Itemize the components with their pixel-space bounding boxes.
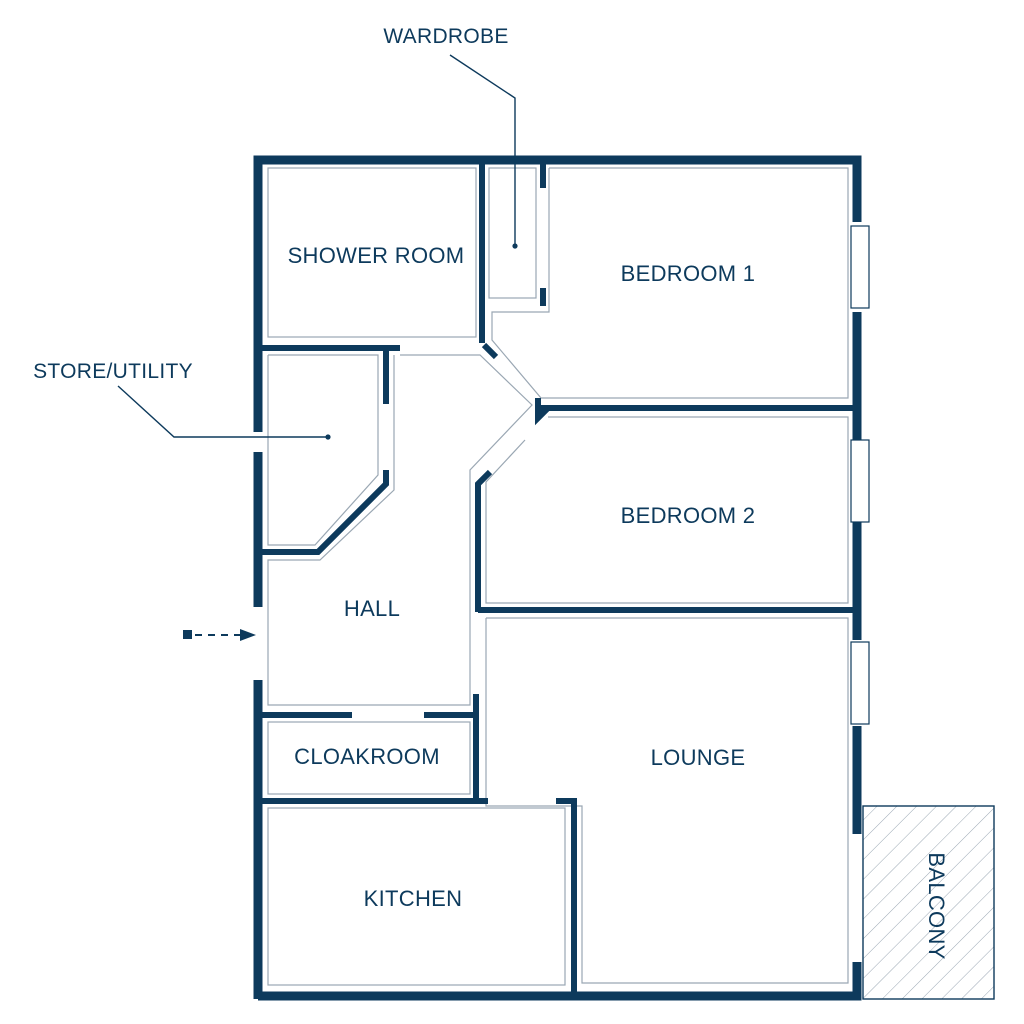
walls	[253, 155, 862, 1001]
wardrobe-label: WARDROBE	[383, 25, 508, 48]
balcony	[862, 805, 995, 1000]
room-label-bedroom-1: BEDROOM 1	[621, 261, 756, 286]
room-label-kitchen: KITCHEN	[364, 886, 463, 911]
store-utility-leader	[117, 385, 331, 440]
room-label-hall: HALL	[344, 596, 400, 621]
store-utility-label: STORE/UTILITY	[33, 360, 193, 383]
inner-room-lines	[267, 167, 849, 986]
windows	[850, 225, 870, 725]
room-label-cloakroom: CLOAKROOM	[294, 744, 440, 769]
room-label-lounge: LOUNGE	[651, 745, 746, 770]
room-label-bedroom-2: BEDROOM 2	[621, 503, 756, 528]
room-label-shower-room: SHOWER ROOM	[288, 243, 465, 268]
wardrobe-leader	[449, 54, 518, 249]
dashed-arrow-right-icon	[183, 629, 256, 641]
room-label-balcony: BALCONY	[924, 852, 949, 959]
